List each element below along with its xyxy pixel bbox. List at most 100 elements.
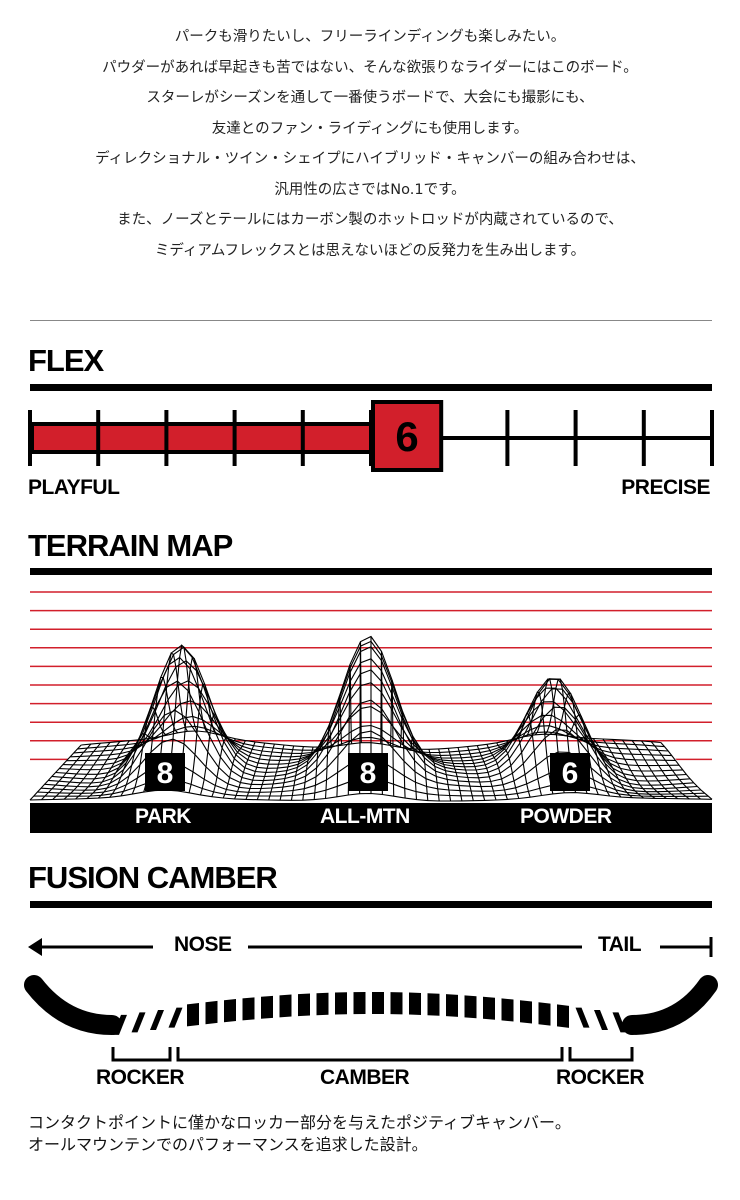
terrain-mesh-col	[428, 749, 440, 802]
terrain-mesh-col	[63, 742, 111, 800]
camber-block	[483, 996, 495, 1020]
intro-line: パウダーがあれば早起きも苦ではない、そんな欲張りなライダーにはこのボード。	[102, 59, 638, 76]
terrain-mesh-col	[97, 739, 140, 799]
terrain-mesh-col	[41, 743, 92, 801]
intro-line: ディレクショナル・ツイン・シェイプにハイブリッド・キャンバーの組み合わせは、	[95, 151, 645, 167]
terrain-title: TERRAIN MAP	[28, 528, 233, 563]
intro-text: パークも滑りたいし、フリーラインディングも楽しみたい。 パウダーがあれば早起きも…	[0, 22, 740, 266]
rocker-hatch	[612, 1012, 627, 1033]
terrain-mesh-col	[313, 744, 324, 800]
intro-line: ミディアムフレックスとは思えないほどの反発力を生み出します。	[154, 242, 586, 259]
terrain-mesh-col	[612, 739, 656, 799]
terrain-mesh-col	[447, 748, 463, 801]
description-line: オールマウンテンでのパフォーマンスを追求した設計。	[28, 1135, 428, 1154]
terrain-mesh-col	[621, 739, 667, 799]
terrain-mesh-col	[505, 733, 531, 798]
intro-line: 友達とのファン・ライディングにも使用します。	[211, 120, 529, 137]
terrain-mesh-col	[324, 723, 333, 799]
terrain-mesh-col	[359, 641, 362, 794]
terrain-mesh-col	[602, 738, 645, 799]
camber-block	[390, 992, 403, 1015]
flex-value-box	[371, 400, 444, 472]
camber-block	[261, 995, 273, 1019]
terrain-mesh-col	[409, 734, 418, 800]
terrain-mesh-col	[234, 741, 256, 800]
camber-block	[372, 992, 384, 1015]
intro-line: また、ノーズとテールにはカーボン製のホットロッドが内蔵されているので、	[117, 212, 623, 228]
terrain-mesh-col	[486, 744, 508, 800]
terrain-mesh-col	[467, 746, 486, 801]
camber-block	[446, 994, 458, 1017]
terrain-mesh-col	[268, 744, 285, 801]
nose-label: NOSE	[168, 933, 238, 957]
section-brackets	[111, 1047, 634, 1062]
tail-label: TAIL	[598, 933, 642, 956]
flex-scale: 6	[28, 400, 714, 472]
flex-value: 6	[395, 413, 418, 460]
camber-block	[224, 999, 236, 1023]
rocker-hatch	[113, 1014, 127, 1035]
camber-block	[501, 998, 514, 1022]
terrain-mesh-col	[222, 740, 246, 799]
terrain-label-allmtn: ALL-MTN	[320, 805, 410, 828]
rocker-hatch	[150, 1009, 164, 1030]
camber-block	[557, 1004, 569, 1028]
terrain-mesh-col	[496, 742, 520, 799]
terrain-mesh-col	[109, 738, 150, 798]
terrain-label-powder: POWDER	[520, 805, 612, 828]
terrain-score: 8	[360, 757, 377, 790]
camber-block	[409, 992, 421, 1015]
camber-block	[187, 1002, 199, 1027]
flex-title-bar	[30, 384, 712, 391]
terrain-mesh-col	[336, 695, 343, 797]
terrain-mesh-col	[199, 712, 227, 796]
terrain-score: 8	[157, 757, 174, 790]
rocker-hatch	[131, 1012, 146, 1033]
terrain-mesh-col	[476, 745, 497, 801]
terrain-mesh-col	[256, 743, 275, 800]
rocker-right-label: ROCKER	[556, 1066, 645, 1089]
camber-block	[335, 992, 347, 1015]
terrain-mesh-col	[592, 738, 633, 799]
terrain-score-box	[550, 753, 590, 791]
terrain-mesh-col	[245, 742, 266, 800]
intro-line: パークも滑りたいし、フリーラインディングも楽しみたい。	[174, 29, 566, 45]
tail-rocker-tip	[622, 975, 718, 1035]
terrain-mesh-col	[515, 712, 543, 796]
intro-line: 汎用性の広さではNo.1です。	[274, 181, 466, 198]
rocker-hatch	[575, 1007, 590, 1028]
terrain-mesh-col	[302, 746, 314, 801]
camber-description: コンタクトポイントに僅かなロッカー部分を与えたポジティブキャンバー。 オールマウ…	[28, 1112, 571, 1156]
nose-arrow-icon	[28, 938, 153, 956]
terrain-mesh-col	[525, 691, 554, 795]
terrain-score-box	[348, 753, 388, 791]
terrain-mesh-col	[52, 742, 101, 800]
camber-title: FUSION CAMBER	[28, 860, 278, 895]
camber-block	[427, 993, 440, 1016]
terrain-mesh-col	[211, 737, 237, 797]
camber-block	[353, 992, 366, 1015]
terrain-mesh-col	[418, 749, 429, 801]
intro-line: スターレがシーズンを通して一番使うボードで、大会にも撮影にも、	[146, 90, 594, 106]
rocker-hatch	[594, 1009, 608, 1030]
terrain-mesh-col	[573, 735, 611, 797]
nose-rocker-tip	[24, 975, 122, 1035]
terrain-mesh-col	[583, 737, 622, 798]
terrain-mesh-col	[564, 713, 599, 795]
terrain-mesh-col	[641, 740, 690, 800]
flex-fill	[30, 422, 377, 454]
terrain-mesh-col	[131, 706, 169, 795]
rocker-hatch	[168, 1007, 183, 1028]
flex-right-label: PRECISE	[621, 476, 710, 499]
divider	[30, 320, 712, 321]
terrain-score: 6	[562, 757, 579, 790]
camber-block	[464, 995, 477, 1019]
terrain-mesh-col	[457, 747, 474, 801]
camber-block	[520, 1000, 532, 1024]
terrain-label-bar: PARK ALL-MTN POWDER	[30, 803, 712, 833]
flex-title: FLEX	[28, 343, 104, 378]
terrain-mesh-col	[438, 748, 452, 802]
camber-diagram	[24, 937, 718, 1062]
camber-block	[298, 993, 310, 1017]
rocker-left-label: ROCKER	[96, 1066, 185, 1089]
